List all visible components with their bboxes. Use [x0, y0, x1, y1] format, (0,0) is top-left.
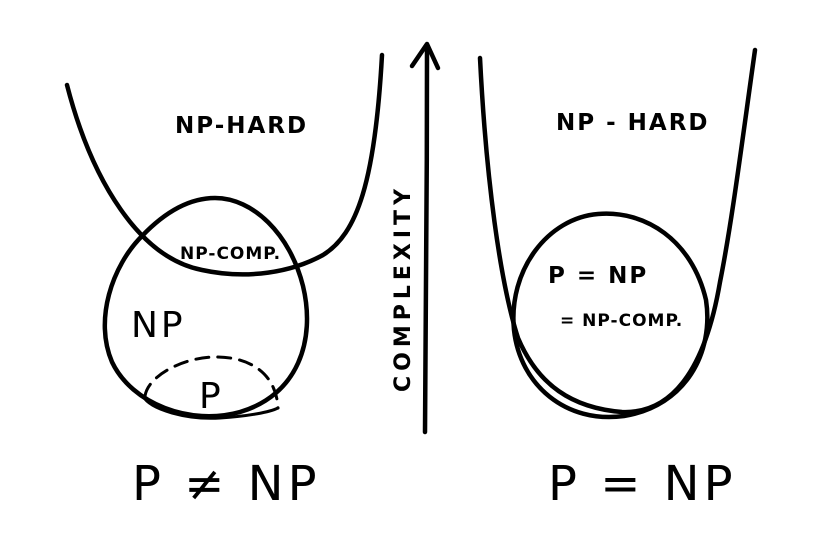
left-p-region-bottom: [141, 394, 280, 420]
complexity-axis-label: COMPLEXITY: [391, 184, 416, 392]
left-np-hard-label: NP-HARD: [175, 113, 308, 139]
complexity-axis-arrowhead: [409, 41, 441, 71]
left-p-label: P: [199, 376, 224, 417]
right-np-hard-label: NP - HARD: [556, 110, 710, 136]
right-p-equals-np-label: P = NP: [548, 263, 648, 289]
complexity-axis-arrow-shaft: [422, 45, 430, 435]
left-np-ellipse: [102, 195, 310, 419]
right-np-ellipse: [511, 211, 710, 420]
complexity-axis: COMPLEXITY: [391, 41, 441, 435]
right-diagram: NP - HARD P = NP = NP-COMP. P = NP: [477, 47, 758, 512]
right-np-hard-boundary: [477, 47, 758, 415]
left-caption: P ≠ NP: [132, 456, 321, 512]
right-np-complete-label: = NP-COMP.: [560, 311, 683, 331]
left-np-hard-boundary: [64, 52, 385, 277]
left-np-complete-label: NP-COMP.: [180, 244, 281, 264]
right-caption: P = NP: [548, 456, 737, 512]
left-np-label: NP: [131, 305, 186, 346]
left-p-region-top-dashed: [143, 355, 280, 410]
left-diagram: NP-HARD NP-COMP. NP P P ≠ NP: [64, 52, 385, 512]
